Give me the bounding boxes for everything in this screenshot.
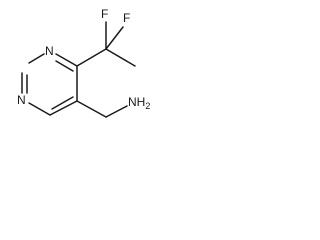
molecule-diagram: N N F F NH2 (0, 0, 170, 134)
nh2-subscript: 2 (145, 101, 150, 111)
bond-c4-cf2 (76, 48, 107, 67)
bond-c4-n3-double (55, 60, 74, 72)
bond-c6-c5-double (51, 96, 74, 110)
bond-cf2-f2 (105, 26, 124, 50)
bond-c6-c5 (49, 100, 78, 116)
atom-f2-label: F (123, 11, 130, 25)
bond-c5-ch2 (76, 100, 107, 118)
bond-c4-n3 (55, 53, 78, 67)
bond-n3-c2 (28, 53, 45, 64)
atom-n3-label: N (45, 44, 54, 58)
nh-text: NH (128, 95, 145, 109)
bond-cf2-methyl (105, 48, 136, 67)
atom-f1-label: F (101, 7, 108, 21)
structure-drawing: N N F F NH2 (17, 7, 150, 118)
bond-ch2-n (105, 105, 128, 118)
bond-n1-c6 (28, 102, 51, 116)
atom-nh2-label: NH2 (128, 95, 150, 111)
atom-n1-label: N (17, 93, 26, 107)
